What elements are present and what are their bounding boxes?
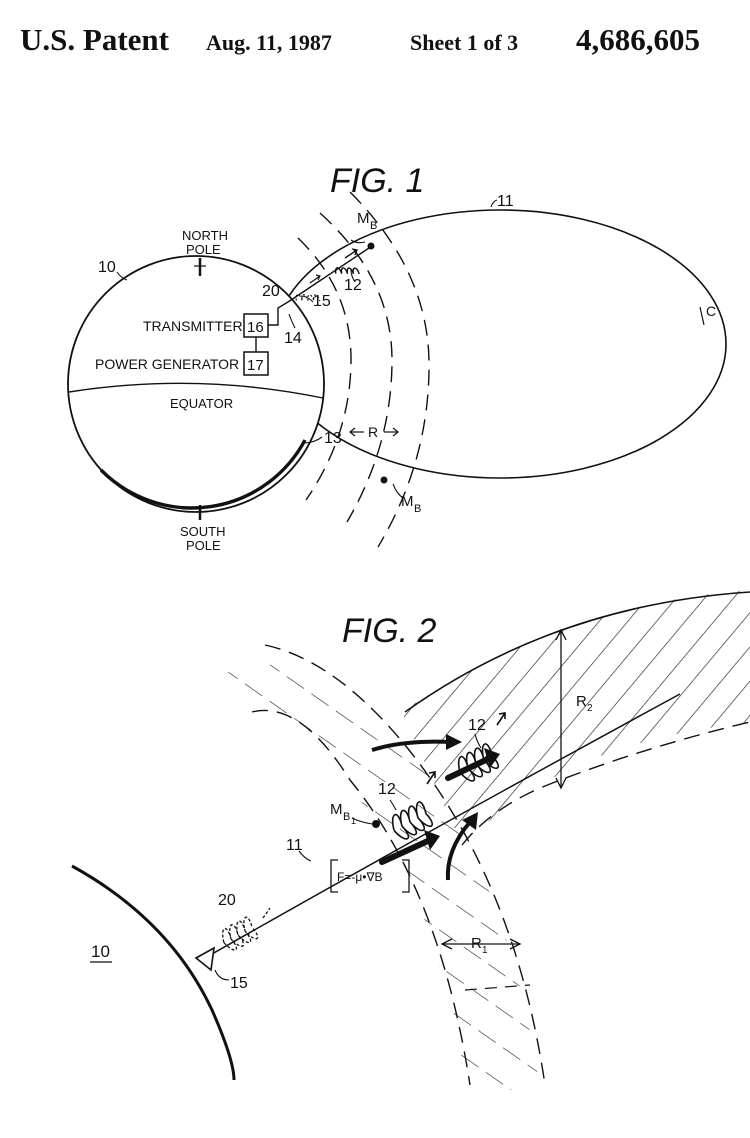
equator-line — [68, 382, 324, 399]
transmitter-lead — [268, 301, 289, 326]
belt-b-outer-edge — [404, 591, 750, 713]
equator-label: EQUATOR — [170, 396, 233, 411]
ref-c: C — [706, 303, 716, 319]
sheet-number: Sheet 1 of 3 — [410, 30, 519, 55]
mirror-point-mb-bottom — [380, 476, 388, 484]
helix-20-arrow — [309, 274, 321, 284]
tether-line — [287, 245, 373, 303]
fig2-ref-20: 20 — [218, 892, 236, 909]
force-arrows — [371, 734, 500, 881]
patent-date: Aug. 11, 1987 — [206, 30, 332, 55]
helix-12-arrow — [344, 248, 358, 259]
mb1-label: M B 1 — [330, 801, 356, 826]
mb-bottom-label: M B — [401, 493, 421, 515]
ref-12: 12 — [344, 277, 362, 294]
south-pole-label-2: POLE — [186, 538, 221, 553]
svg-text:R: R — [471, 935, 482, 952]
belt-b-inner-edge — [461, 721, 750, 846]
patent-label: U.S. Patent — [20, 22, 169, 57]
field-line-11 — [273, 209, 727, 479]
north-pole-label-2: POLE — [186, 242, 221, 257]
belt-b-hatch — [402, 590, 750, 845]
svg-text:B: B — [414, 503, 421, 515]
helix-12 — [334, 267, 360, 275]
ref-15: 15 — [313, 293, 331, 310]
mirror-point-mb1 — [372, 820, 380, 828]
south-pole-label-1: SOUTH — [180, 524, 226, 539]
svg-text:2: 2 — [587, 703, 593, 714]
fig2-ref-11: 11 — [286, 837, 303, 854]
svg-text:1: 1 — [482, 945, 488, 956]
helix-20 — [295, 294, 321, 302]
earth-surface-arc — [71, 864, 236, 1081]
helix-12-lower — [391, 801, 433, 840]
svg-text:B: B — [343, 811, 350, 823]
satellite-15 — [194, 946, 216, 972]
ref-20: 20 — [262, 283, 280, 300]
belt-arc-inner — [297, 237, 352, 501]
svg-text:B: B — [370, 220, 377, 232]
ref-r: R — [368, 424, 378, 440]
transmitter-label: TRANSMITTER — [143, 318, 243, 334]
belt-a-hatch — [228, 664, 540, 1090]
svg-text:1: 1 — [351, 816, 356, 826]
r1-label: R 1 — [471, 935, 488, 956]
helix-20 — [222, 916, 259, 951]
fig2-ref-15: 15 — [230, 975, 248, 992]
patent-number: 4,686,605 — [576, 22, 700, 57]
north-pole-label-1: NORTH — [182, 228, 228, 243]
generator-box-number: 17 — [247, 357, 264, 374]
ref-13: 13 — [324, 430, 342, 447]
figure-1: FIG. 1 — [67, 162, 727, 553]
fig2-ref-12b: 12 — [468, 717, 486, 734]
ref-11: 11 — [497, 193, 514, 210]
transmitter-box-number: 16 — [247, 319, 264, 336]
mirror-point-mb-top — [367, 242, 375, 250]
svg-text:M: M — [330, 801, 343, 818]
figure-2: FIG. 2 — [71, 590, 750, 1090]
belt-a-inner-edge — [251, 709, 471, 1086]
field-line-11 — [204, 693, 681, 959]
ref-10: 10 — [98, 259, 116, 276]
belt-arc-middle — [319, 212, 393, 523]
svg-text:R: R — [576, 693, 587, 710]
fig2-ref-12a: 12 — [378, 781, 396, 798]
belt-arc-outer — [349, 191, 430, 548]
fig2-ref-10: 10 — [91, 942, 110, 961]
earth-shadow — [99, 439, 307, 510]
mb-top-label: M B — [357, 210, 377, 232]
r2-label: R 2 — [576, 693, 593, 714]
generator-label: POWER GENERATOR — [95, 356, 239, 372]
fig1-title: FIG. 1 — [330, 162, 424, 200]
svg-text:M: M — [401, 493, 414, 510]
ref-14: 14 — [284, 330, 302, 347]
belt-a-outer-edge — [264, 644, 546, 1086]
svg-text:M: M — [357, 210, 370, 227]
force-formula: F=-μ•∇B — [337, 870, 382, 884]
fig2-title: FIG. 2 — [342, 612, 437, 650]
